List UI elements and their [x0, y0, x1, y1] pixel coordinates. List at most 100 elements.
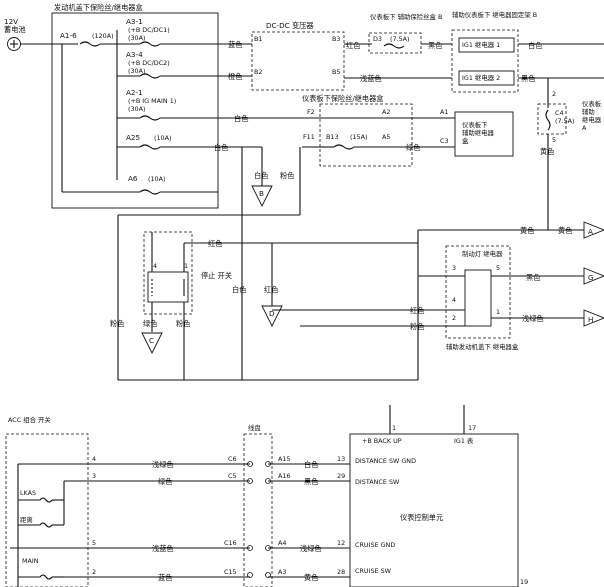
svg-text:17: 17 [468, 424, 476, 432]
svg-text:粉色: 粉色 [176, 319, 190, 328]
svg-text:5: 5 [552, 136, 556, 144]
engine-box-title: 发动机盖下保险丝/继电器盒 [54, 3, 143, 12]
svg-text:浅绿色: 浅绿色 [522, 314, 544, 323]
acc-combination-switch: ACC 组合 开关 LKAS 距离 MAIN [5, 415, 89, 587]
aux-relay-holder-b: 辅助仪表板下 继电器固定架 B IG1 继电器 1 IG1 继电器 2 [451, 10, 537, 93]
panel-fuse-box-b: 仪表板下 辅助保险丝盒 B D3 (7.5A) [368, 12, 442, 54]
terminal-g [583, 267, 604, 285]
svg-text:(30A): (30A) [128, 67, 146, 75]
svg-text:蓝色: 蓝色 [158, 573, 172, 582]
svg-text:粉色: 粉色 [110, 319, 124, 328]
svg-text:浅蓝色: 浅蓝色 [360, 74, 382, 83]
terminal-a [583, 221, 604, 239]
engine-fuse-box: 发动机盖下保险丝/继电器盒 [51, 3, 219, 209]
svg-text:F2: F2 [307, 108, 315, 116]
svg-text:(30A): (30A) [128, 34, 146, 42]
gauge-control-unit: +B BACK UP IG1 表 仪表控制单元 DISTANCE SW GND … [349, 433, 519, 587]
svg-text:IG1 继电器 1: IG1 继电器 1 [462, 40, 500, 49]
battery: 12V 蓄电池 [4, 17, 26, 51]
svg-text:C15: C15 [224, 568, 237, 576]
svg-text:浅绿色: 浅绿色 [152, 460, 174, 469]
svg-text:白色: 白色 [254, 171, 268, 180]
svg-text:A3-4: A3-4 [126, 50, 143, 59]
svg-text:绿色: 绿色 [143, 319, 157, 328]
svg-text:绿色: 绿色 [406, 143, 420, 152]
svg-text:白色: 白色 [304, 460, 318, 469]
terminal-b [251, 185, 273, 208]
svg-text:5: 5 [92, 539, 96, 547]
svg-text:(+B IG MAIN 1): (+B IG MAIN 1) [128, 97, 176, 105]
svg-text:C16: C16 [224, 539, 237, 547]
svg-text:橙色: 橙色 [228, 72, 242, 81]
svg-text:仪表板下 辅助保险丝盒 B: 仪表板下 辅助保险丝盒 B [370, 12, 442, 21]
svg-text:白色: 白色 [234, 114, 248, 123]
svg-text:红色: 红色 [264, 285, 278, 294]
svg-text:红色: 红色 [208, 239, 222, 248]
svg-text:4: 4 [92, 455, 96, 463]
dcdc-converter: DC-DC 变压器 B1 B2 B3 B5 [251, 21, 345, 91]
svg-text:A1: A1 [440, 108, 448, 116]
terminal-d [261, 305, 283, 328]
svg-text:仪表板下: 仪表板下 [462, 120, 488, 129]
svg-text:1: 1 [184, 262, 188, 270]
svg-text:C4: C4 [555, 109, 564, 117]
svg-text:仪表板: 仪表板 [582, 99, 602, 108]
svg-text:19: 19 [520, 578, 528, 586]
panel-fuse-relay-box: 仪表板下保险丝/继电器盒 F2 A2 F11 B13 (15A) A5 [302, 94, 413, 167]
svg-text:H: H [588, 315, 593, 324]
fuse-a3-1-label: A3-1 [126, 17, 143, 26]
svg-text:(30A): (30A) [128, 105, 146, 113]
svg-text:MAIN: MAIN [22, 557, 39, 565]
svg-text:(+B DC/DC2): (+B DC/DC2) [128, 59, 170, 67]
svg-text:辅助发动机盖下 继电器盒: 辅助发动机盖下 继电器盒 [446, 342, 519, 351]
svg-text:绿色: 绿色 [158, 477, 172, 486]
svg-text:DISTANCE SW: DISTANCE SW [355, 478, 400, 486]
svg-text:红色: 红色 [346, 41, 360, 50]
svg-text:距离: 距离 [20, 515, 33, 524]
svg-text:A4: A4 [278, 539, 286, 547]
svg-text:LKAS: LKAS [20, 489, 36, 497]
svg-text:黑色: 黑色 [521, 74, 535, 83]
terminal-c [141, 332, 163, 355]
svg-text:1: 1 [392, 424, 396, 432]
svg-text:粉色: 粉色 [410, 322, 424, 331]
svg-text:辅助: 辅助 [582, 107, 595, 116]
svg-text:B1: B1 [254, 35, 262, 43]
stop-switch: 4 1 停止 开关 [143, 231, 232, 315]
svg-text:13: 13 [337, 455, 345, 463]
svg-text:黑色: 黑色 [526, 273, 540, 282]
svg-text:停止 开关: 停止 开关 [201, 271, 232, 280]
battery-label-1: 12V [4, 17, 18, 26]
svg-text:CRUISE GND: CRUISE GND [355, 541, 395, 549]
svg-text:盒: 盒 [462, 136, 469, 145]
svg-text:D: D [269, 309, 275, 318]
terminal-h [583, 309, 604, 327]
svg-text:浅蓝色: 浅蓝色 [152, 544, 174, 553]
svg-text:辅助继电器: 辅助继电器 [462, 128, 495, 137]
svg-text:辅助仪表板下 继电器固定架 B: 辅助仪表板下 继电器固定架 B [452, 10, 537, 19]
svg-text:继电器: 继电器 [582, 115, 602, 124]
svg-text:3: 3 [452, 264, 456, 272]
svg-text:(15A): (15A) [350, 133, 368, 141]
svg-text:黄色: 黄色 [558, 226, 572, 235]
svg-text:制动灯 继电器: 制动灯 继电器 [462, 249, 503, 258]
svg-text:黄色: 黄色 [540, 147, 554, 156]
svg-text:F11: F11 [303, 133, 315, 141]
svg-text:粉色: 粉色 [280, 171, 294, 180]
svg-text:ACC 组合 开关: ACC 组合 开关 [8, 415, 51, 424]
svg-text:黄色: 黄色 [520, 226, 534, 235]
svg-text:C: C [149, 336, 154, 345]
svg-text:A5: A5 [382, 133, 390, 141]
svg-text:4: 4 [452, 296, 456, 304]
svg-text:蓝色: 蓝色 [228, 40, 242, 49]
svg-text:DISTANCE SW GND: DISTANCE SW GND [355, 457, 416, 465]
svg-text:+B BACK UP: +B BACK UP [362, 437, 402, 445]
svg-text:(10A): (10A) [148, 175, 166, 183]
fuse-a1-symbol [79, 41, 101, 47]
svg-text:仪表板下保险丝/继电器盒: 仪表板下保险丝/继电器盒 [302, 94, 384, 103]
svg-text:IG1 表: IG1 表 [454, 436, 474, 445]
svg-text:仪表控制单元: 仪表控制单元 [400, 513, 443, 522]
svg-text:B5: B5 [332, 68, 340, 76]
svg-text:C6: C6 [228, 455, 237, 463]
